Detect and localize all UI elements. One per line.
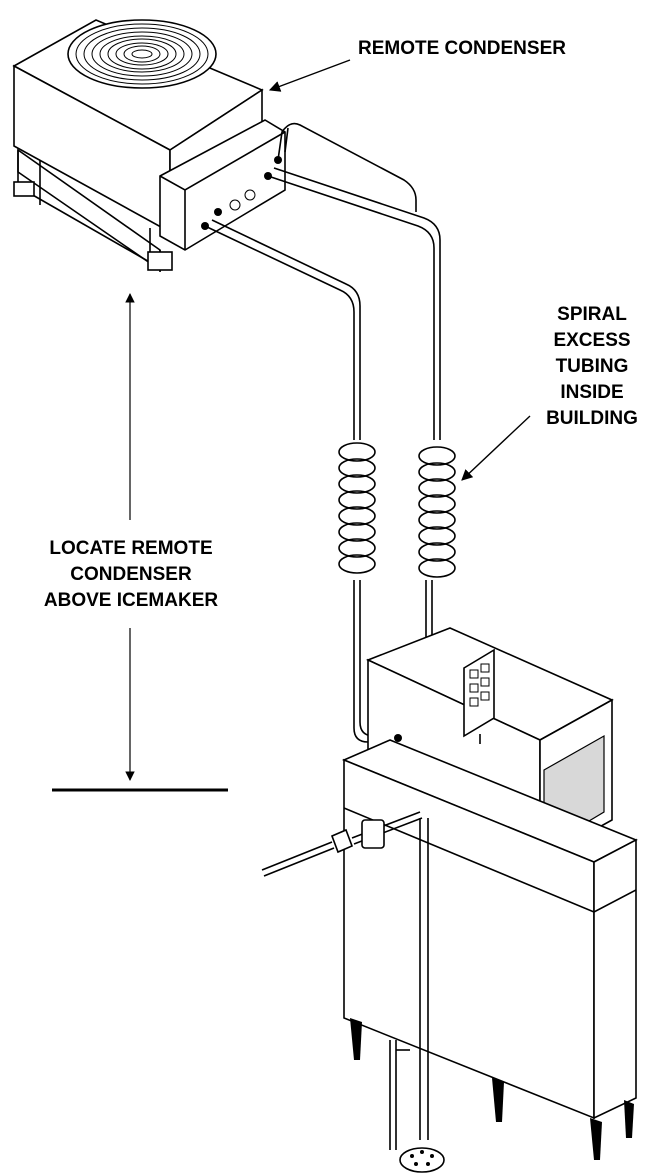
spiral-label-line-3: TUBING — [555, 356, 629, 377]
arrow-spiral-tubing — [461, 415, 531, 481]
fan-grille — [67, 19, 217, 89]
arrow-remote-condenser — [268, 59, 351, 92]
remote-condenser-unit — [12, 19, 286, 272]
spiral-coil-left — [338, 442, 376, 574]
remote-condenser-label: REMOTE CONDENSER — [358, 38, 566, 59]
locate-label-line-3: ABOVE ICEMAKER — [43, 590, 219, 611]
spiral-label-line-5: BUILDING — [546, 408, 638, 429]
water-lines — [261, 811, 445, 1173]
locate-label-line-2: CONDENSER — [70, 564, 192, 585]
spiral-label-line-1: SPIRAL — [557, 304, 627, 325]
spiral-coil-right — [418, 446, 456, 578]
icemaker-head — [365, 627, 614, 862]
locate-label-line-1: LOCATE REMOTE — [49, 538, 213, 559]
spiral-label-line-4: INSIDE — [560, 382, 624, 403]
spiral-tubing-label: SPIRAL EXCESS TUBING INSIDE BUILDING — [522, 302, 662, 432]
storage-bin — [341, 739, 638, 1160]
spiral-label-line-2: EXCESS — [553, 330, 631, 351]
locate-condenser-label: LOCATE REMOTE CONDENSER ABOVE ICEMAKER — [0, 536, 262, 614]
